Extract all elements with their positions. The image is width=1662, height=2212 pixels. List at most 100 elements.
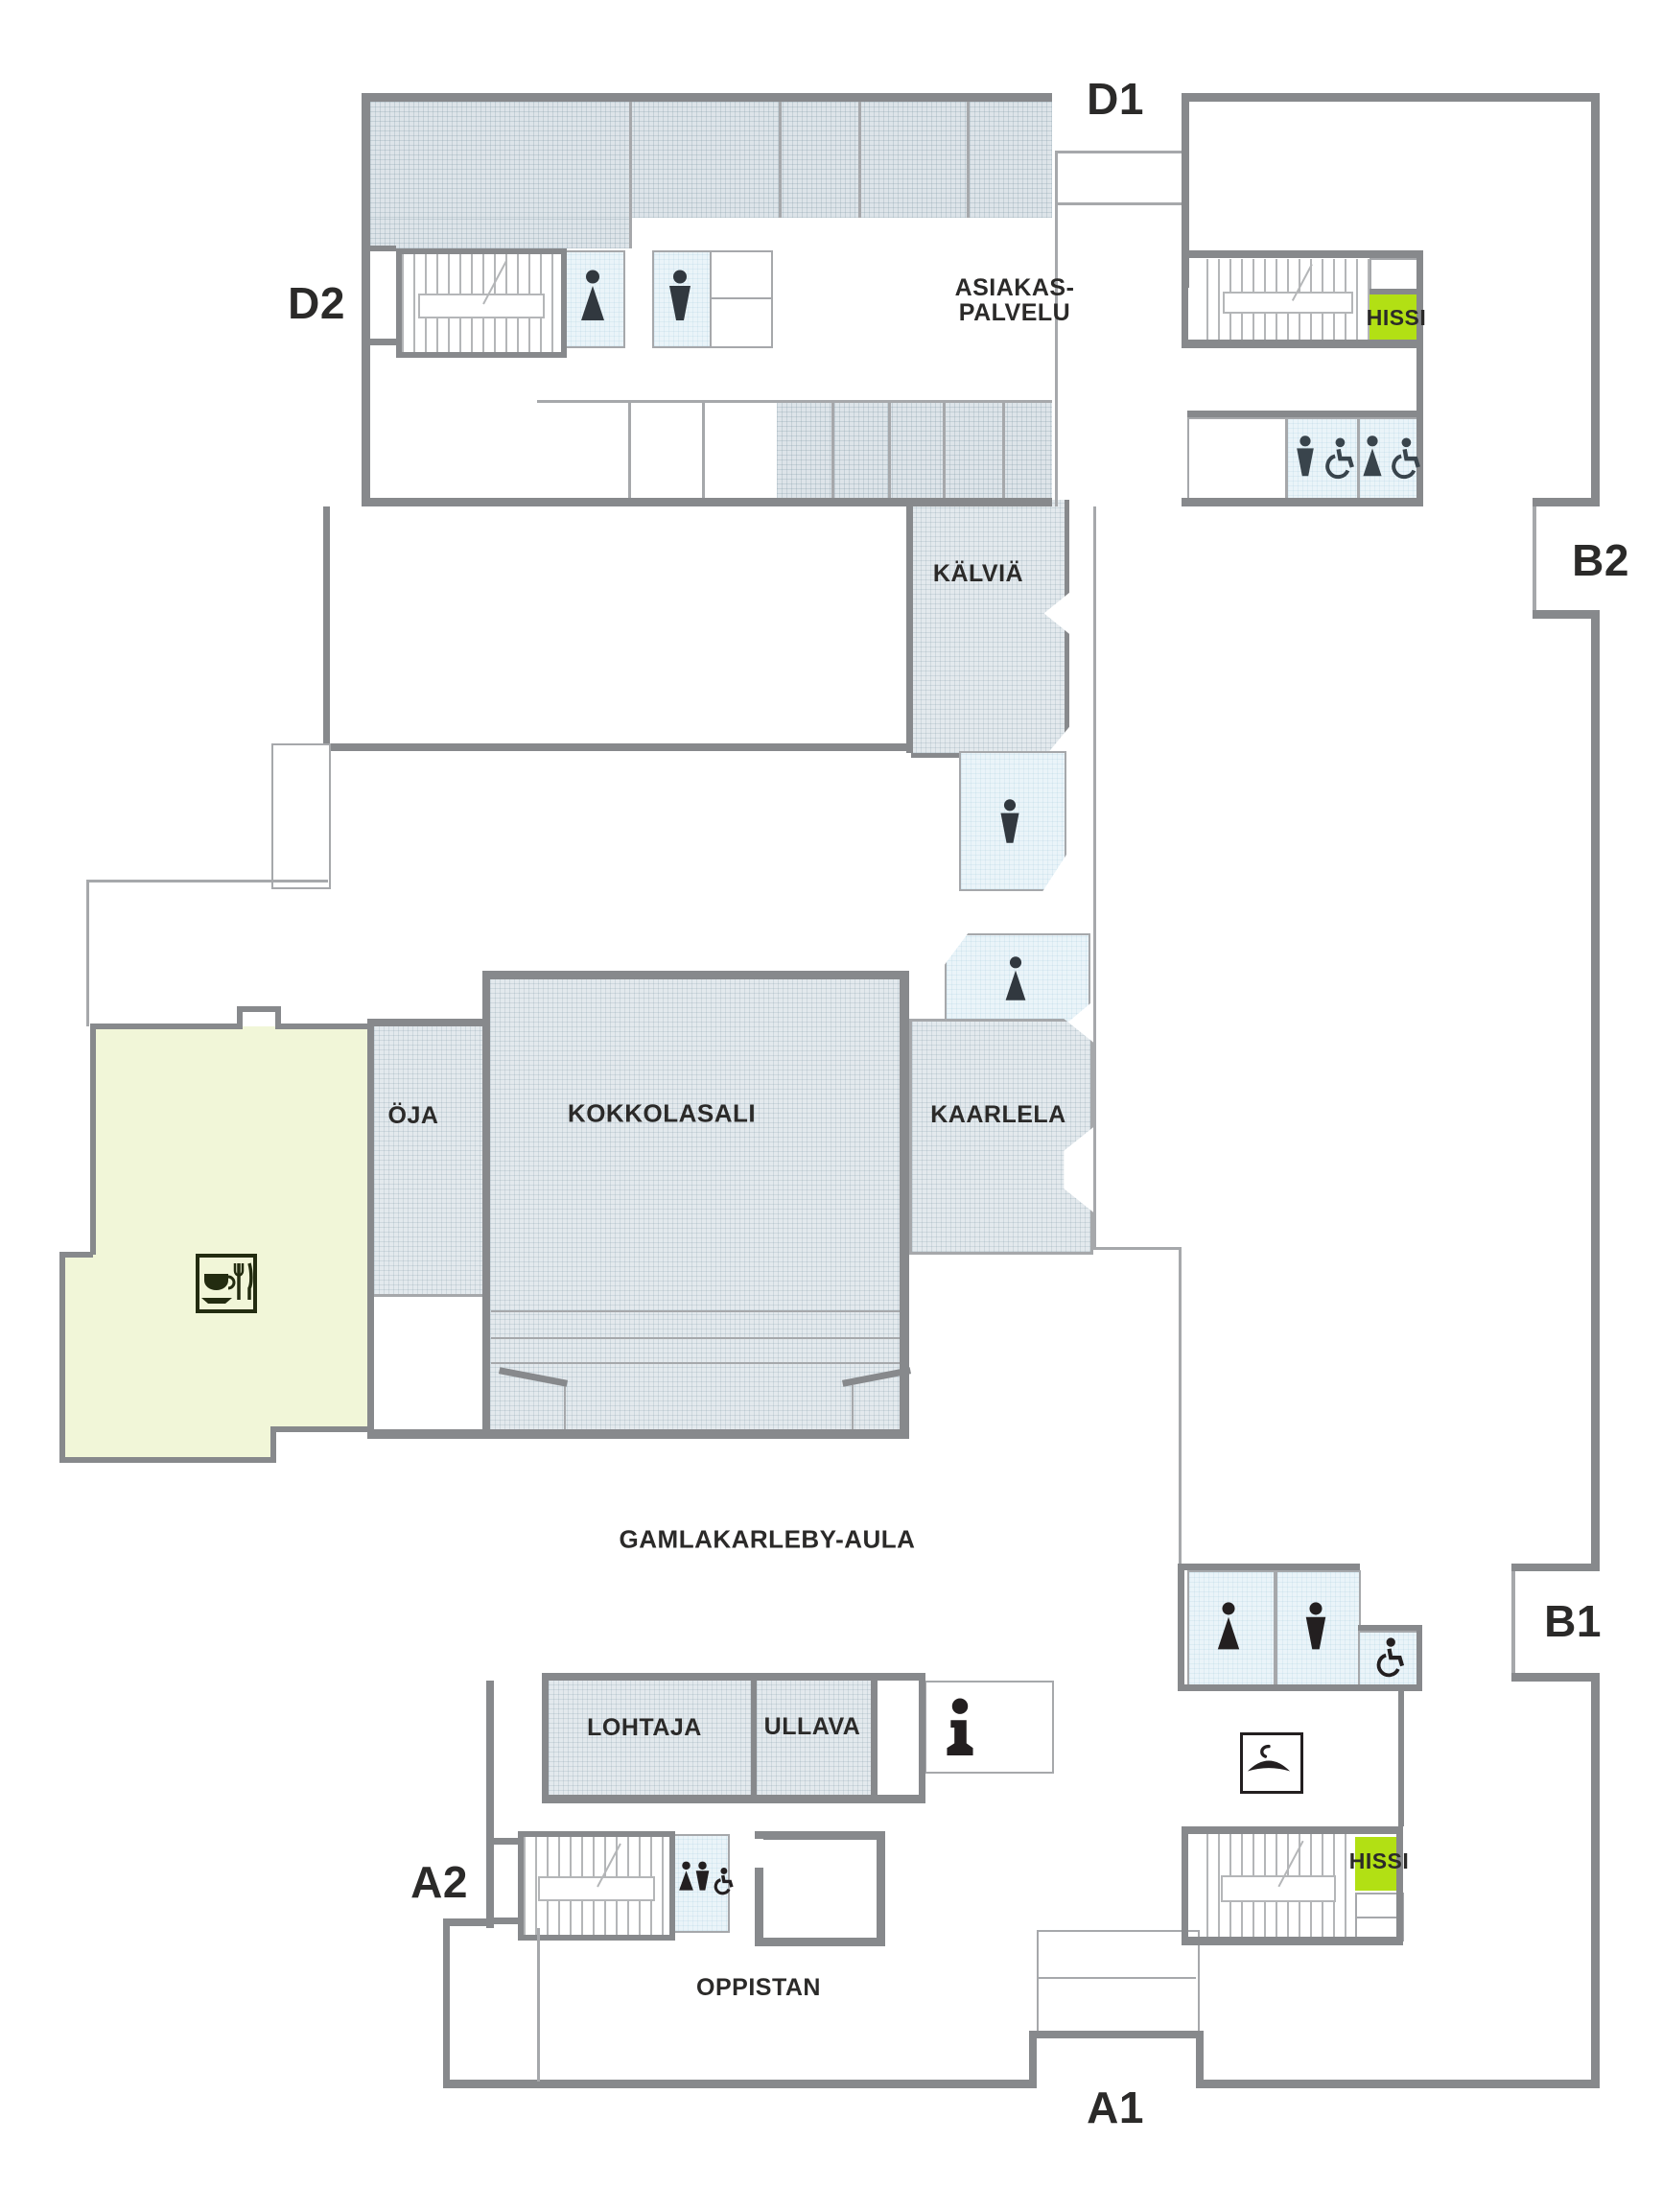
entrance-label-a2: A2	[410, 1856, 468, 1907]
wall	[486, 1681, 494, 1928]
wheelchair-icon	[714, 1868, 734, 1895]
wall	[628, 403, 631, 499]
wc-woman-icon	[1217, 1602, 1240, 1650]
elevator-bottom	[1355, 1837, 1400, 1891]
wall	[1037, 1977, 1196, 1979]
wall	[1533, 610, 1600, 619]
a1-vestibule	[1037, 1930, 1200, 2037]
wall	[1511, 1564, 1600, 1571]
wall	[86, 880, 328, 882]
wall	[943, 403, 946, 499]
wc-man-icon	[1297, 435, 1314, 477]
small-room	[878, 1681, 919, 1796]
wc-man-icon	[669, 270, 691, 320]
stairs-landing	[417, 293, 546, 319]
wall	[369, 246, 396, 251]
wall	[1416, 1625, 1422, 1691]
wall	[491, 1362, 900, 1364]
wc-woman-icon	[679, 1861, 693, 1891]
stairs-d2	[396, 248, 567, 358]
wall	[751, 1676, 757, 1798]
wall	[362, 498, 1052, 506]
wc-woman-icon	[1363, 435, 1382, 477]
wall	[1029, 2031, 1037, 2088]
entrance-label-a1: A1	[1087, 2082, 1144, 2132]
wall	[1369, 289, 1416, 294]
stairs-bottom-right	[1206, 1834, 1350, 1938]
wall	[564, 1385, 566, 1431]
wall	[443, 1918, 494, 1926]
wall	[367, 1019, 374, 1429]
entrance-label-d1: D1	[1087, 73, 1144, 124]
wall	[1204, 2080, 1600, 2088]
wall	[1196, 2031, 1204, 2088]
wc-man-icon	[695, 1861, 710, 1891]
stairs-landing	[1223, 292, 1353, 314]
wall	[443, 1921, 450, 2088]
wc-room-accessible-lower	[1358, 1631, 1420, 1690]
wall	[1533, 498, 1600, 506]
wall	[491, 1337, 900, 1339]
room-lohtaja	[549, 1681, 751, 1796]
wall	[492, 1838, 520, 1845]
stairs-landing	[1221, 1875, 1336, 1902]
stairs-a2	[518, 1831, 675, 1941]
wall	[858, 102, 861, 218]
wall	[1055, 151, 1182, 153]
room-kaarlela	[909, 1019, 1093, 1255]
wall	[542, 1673, 549, 1803]
wall	[1002, 403, 1005, 499]
small-room	[1369, 258, 1420, 294]
room-oja	[374, 1026, 482, 1295]
wall	[542, 1795, 878, 1803]
wall	[1182, 1937, 1403, 1945]
wall	[1179, 1247, 1182, 1565]
wall	[491, 1310, 900, 1312]
wc-woman-icon	[581, 270, 604, 320]
wall	[492, 1918, 520, 1924]
wall	[443, 2080, 1034, 2088]
stairs-landing	[538, 1875, 655, 1902]
wall	[967, 102, 970, 218]
room-label-hissi-top: HISSI	[1366, 304, 1427, 330]
wall	[1358, 1625, 1416, 1631]
wall	[482, 971, 490, 1439]
room-kalvia	[911, 500, 1069, 758]
wall	[1416, 250, 1423, 506]
wall	[362, 93, 1052, 102]
wall	[374, 1294, 482, 1297]
wc-room-men-middle	[959, 751, 1066, 891]
entrance-label-d2: D2	[288, 277, 345, 328]
room-label-hissi-bottom: HISSI	[1348, 1847, 1410, 1873]
heavy-walled-room	[755, 1831, 885, 1946]
wall	[1182, 1826, 1403, 1834]
wall	[1511, 1571, 1515, 1673]
room-label-asiakaspalvelu: ASIAKAS- PALVELU	[955, 275, 1075, 326]
wall	[702, 403, 705, 499]
wall	[1533, 506, 1536, 612]
entrance-label-b1: B1	[1544, 1595, 1602, 1646]
wc-room-accessible-women	[1358, 417, 1420, 503]
wall	[1182, 1684, 1422, 1691]
small-room	[710, 297, 773, 348]
wall	[629, 102, 632, 248]
wall	[1182, 93, 1600, 102]
wall	[1182, 498, 1423, 506]
wall	[871, 1673, 878, 1803]
elevator-top	[1369, 294, 1416, 341]
room-label-kaarlela: KAARLELA	[930, 1100, 1066, 1128]
room-label-ullava: ULLAVA	[763, 1712, 861, 1740]
room-label-aula: GAMLAKARLEBY-AULA	[619, 1524, 916, 1554]
wall	[1591, 619, 1600, 1564]
wc-man-icon	[1305, 1602, 1326, 1650]
wall	[900, 971, 909, 1439]
wall	[779, 102, 782, 218]
wall	[482, 971, 909, 979]
wall	[323, 743, 908, 751]
door-gap	[753, 1839, 763, 1868]
info-room	[925, 1681, 1054, 1774]
wall	[1093, 1247, 1182, 1250]
wall	[367, 1019, 482, 1026]
